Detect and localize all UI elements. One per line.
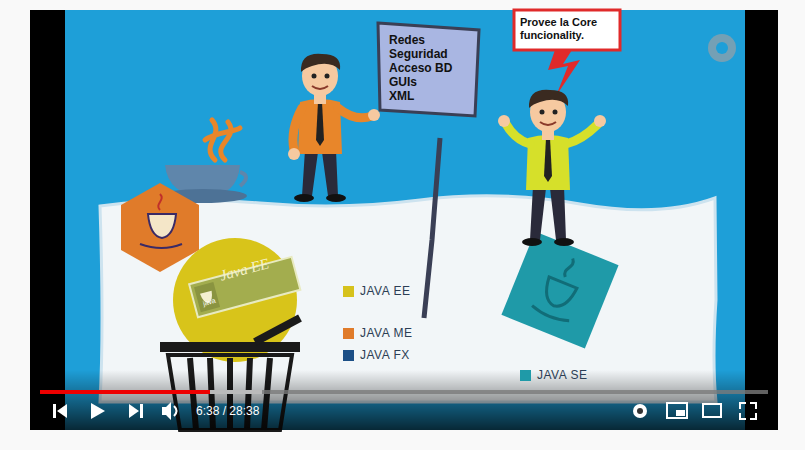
legend-entry: JAVA EE	[343, 284, 410, 298]
sign-item: Acceso BD	[389, 61, 469, 75]
sign-item: Redes	[389, 33, 469, 47]
java-me-hexagon	[121, 183, 199, 272]
callout-text: Provee la Core funcionality.	[520, 16, 614, 42]
legend-text: JAVA FX	[360, 348, 410, 362]
java-se-diamond	[501, 231, 618, 348]
player-controls	[53, 402, 756, 420]
legend-swatch	[520, 370, 531, 381]
legend-text: JAVA SE	[537, 368, 587, 382]
background	[65, 10, 745, 430]
progress-track	[40, 390, 768, 394]
person-yellow	[498, 90, 606, 246]
legend-swatch	[343, 328, 354, 339]
legend-swatch	[343, 286, 354, 297]
sign-pole	[424, 138, 440, 318]
sign-item: XML	[389, 89, 469, 103]
legend-entry: JAVA ME	[343, 326, 412, 340]
control-bar	[30, 370, 778, 430]
legend-entry: JAVA SE	[520, 368, 587, 382]
callout-tail	[548, 50, 580, 96]
legend-swatch	[343, 350, 354, 361]
sign-item: GUIs	[389, 75, 469, 89]
sign-board: RedesSeguridadAcceso BDGUIsXML	[382, 26, 476, 112]
legend-text: JAVA ME	[360, 326, 412, 340]
speech-bubble: Provee la Core funcionality.	[515, 11, 619, 49]
channel-logo	[716, 42, 728, 54]
legend-entry: JAVA FX	[343, 348, 410, 362]
progress-buffer	[40, 390, 262, 394]
letterbox	[30, 10, 778, 430]
time-display: 6:38 / 28:38	[196, 404, 259, 418]
channel-logo	[708, 34, 736, 62]
sign-item: Seguridad	[389, 47, 469, 61]
legend-text: JAVA EE	[360, 284, 410, 298]
progress-played	[40, 390, 210, 394]
person-orange	[288, 54, 380, 202]
sign-panel	[378, 23, 479, 116]
bubble-panel	[514, 10, 620, 50]
